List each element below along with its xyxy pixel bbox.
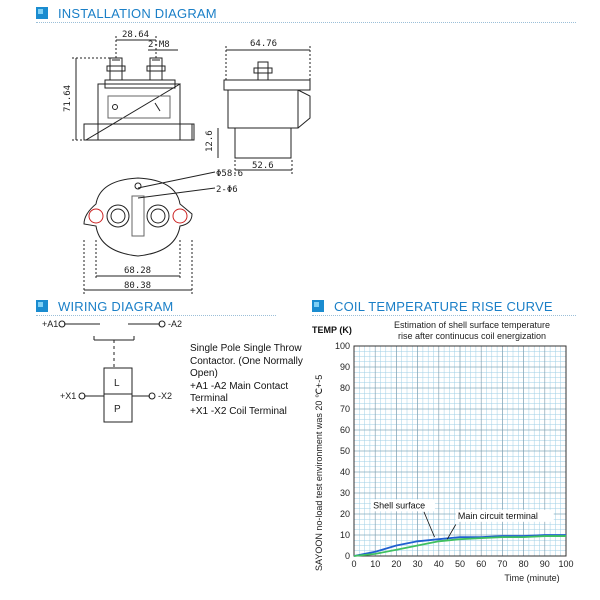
coil-curve-title: COIL TEMPERATURE RISE CURVE [334,298,553,314]
dim-mount-holes: 2-Φ6 [216,185,238,195]
x-tick-label: 20 [391,559,401,569]
series-line [353,535,566,557]
annotation-leader [446,524,457,540]
y-tick-label: 0 [345,551,350,561]
y-tick-label: 50 [340,446,350,456]
y-tick-label: 40 [340,467,350,477]
y-tick-label: 70 [340,404,350,414]
top-view [83,171,216,294]
x-tick-label: 40 [434,559,444,569]
annotation-label: Shell surface [373,500,425,510]
plot-frame [353,345,567,557]
annotation-box [370,499,435,512]
chart-grid [353,345,567,557]
dim-mount-spacing: 68.28 [124,266,151,276]
x-tick-label: 70 [497,559,507,569]
dim-side-width: 64.76 [250,39,277,49]
y-tick-label: 60 [340,425,350,435]
y-tick-label: 100 [335,341,350,351]
description-line: +A1 -A2 Main Contact [190,380,289,392]
dim-height: 71.64 [63,85,73,112]
x-tick-label: 60 [476,559,486,569]
y-tick-label: 20 [340,509,350,519]
x-tick-label: 90 [540,559,550,569]
description-line: Contactor. (One Normally [190,355,303,367]
description-line: Single Pole Single Throw [190,343,302,354]
front-view [72,36,195,141]
dim-terminal-thread: 2-M8 [148,40,170,50]
temperature-chart: TEMP (K) Estimation of shell surface tem… [312,320,574,583]
description-line: Open) [190,368,218,379]
terminal-x1-label: +X1 [60,391,76,401]
coil-l-label: L [114,378,120,389]
installation-divider [36,22,576,23]
y-tick-label: 90 [340,362,350,372]
dim-base-length: 80.38 [124,281,151,291]
x-tick-label: 50 [455,559,465,569]
dim-hole-dia: Φ58.6 [216,169,243,179]
y-tick-label: 80 [340,383,350,393]
terminal-a2-label: -A2 [168,319,182,329]
x-tick-label: 10 [370,559,380,569]
side-view [217,46,311,174]
wiring-header: WIRING DIAGRAM [36,298,173,314]
dim-side-base: 52.6 [252,161,274,171]
x-tick-label: 30 [413,559,423,569]
dim-top-width: 28.64 [122,30,149,40]
chart-rotated-label: SAYOON no-load test environment was 20 ℃… [314,375,324,571]
annotation-box [455,509,554,522]
section-square-icon [312,300,324,312]
chart-ylabel: TEMP (K) [312,325,352,335]
wiring-description: Single Pole Single Throw Contactor. (One… [190,343,318,418]
chart-title-line: rise after continucus coil energization [398,331,546,341]
description-line: +X1 -X2 Coil Terminal [190,405,287,417]
x-tick-label: 0 [351,559,356,569]
installation-title: INSTALLATION DIAGRAM [58,5,217,21]
dim-side-height: 12.6 [205,130,215,152]
terminal-a1-label: +A1 [42,319,58,329]
section-square-icon [36,300,48,312]
y-tick-label: 10 [340,530,350,540]
annotation-label: Main circuit terminal [458,511,538,521]
installation-header: INSTALLATION DIAGRAM [36,5,217,21]
wiring-schematic: +A1 -A2 +X1 -X2 L P [42,319,182,423]
installation-drawing: 28.64 2-M8 71.64 64.76 12.6 52.6 Φ58.6 2… [63,30,311,294]
chart-ticks: 0 10 20 30 40 50 60 70 80 90 100 0 10 20 30 40 50 60 70 80 9… [335,341,574,569]
chart-title-line: Estimation of shell surface temperature [394,320,550,330]
coil-curve-divider [312,315,576,316]
chart-series [353,534,566,557]
terminal-x2-label: -X2 [158,391,172,401]
wiring-title: WIRING DIAGRAM [58,298,174,314]
section-square-icon [36,7,48,19]
y-tick-label: 30 [340,488,350,498]
coil-curve-header: COIL TEMPERATURE RISE CURVE [312,298,553,314]
x-tick-label: 80 [519,559,529,569]
x-tick-label: 100 [558,559,573,569]
series-line [353,534,566,557]
annotation-leader [423,511,435,538]
coil-p-label: P [114,404,121,415]
wiring-divider [36,315,276,316]
description-line: Terminal [190,393,228,404]
chart-xlabel: Time (minute) [504,573,559,583]
